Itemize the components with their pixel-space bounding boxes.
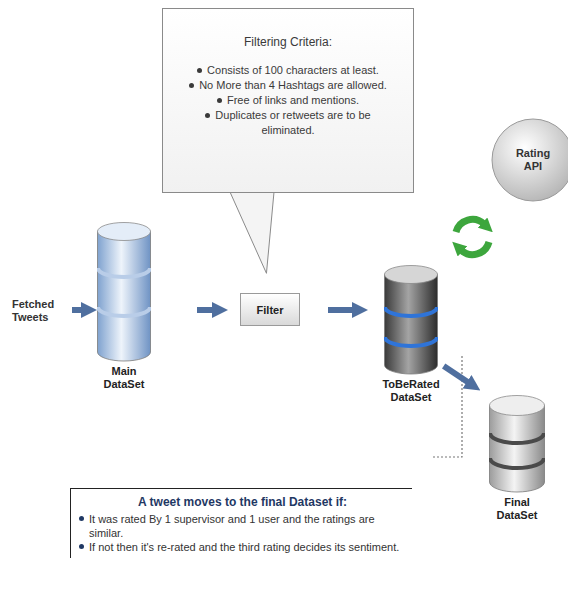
flow-arrow <box>328 307 355 313</box>
input-label: Fetched Tweets <box>12 298 70 324</box>
database-cylinder: Main DataSet <box>96 222 152 391</box>
node-text: Final DataSet <box>497 496 538 521</box>
node-text: Filter <box>257 304 284 316</box>
heading-text: A tweet moves to the final Dataset if: <box>138 495 347 509</box>
bullet-item: Duplicates or retweets are to be elimina… <box>181 108 396 138</box>
bullet-text: It was rated By 1 supervisor and 1 user … <box>89 512 406 540</box>
cylinder-label: Final DataSet <box>487 496 547 522</box>
bullet-item: It was rated By 1 supervisor and 1 user … <box>79 512 406 540</box>
bullet-text: Duplicates or retweets are to be elimina… <box>215 109 370 136</box>
database-cylinder: Final DataSet <box>487 395 547 522</box>
api-circle: Rating API <box>491 118 568 202</box>
node-text: ToBeRated DataSet <box>382 378 439 403</box>
cylinder-shape <box>489 395 545 493</box>
input-arrow <box>72 307 84 313</box>
flow-arrow <box>444 366 470 383</box>
bullet-dot <box>205 113 210 118</box>
bullet-dot <box>79 516 84 521</box>
callout-tail <box>230 192 274 273</box>
heading-text: Filtering Criteria: <box>244 35 332 49</box>
node-text: Main DataSet <box>104 365 145 390</box>
bullet-item: Free of links and mentions. <box>181 93 396 108</box>
bullet-text: If not then it's re-rated and the third … <box>89 540 399 554</box>
bullet-text: Free of links and mentions. <box>227 94 359 106</box>
note-box: A tweet moves to the final Dataset if: It… <box>70 488 412 558</box>
bullet-item: If not then it's re-rated and the third … <box>79 540 406 554</box>
node-text: Rating API <box>508 147 558 173</box>
cylinder-label: Main DataSet <box>96 365 152 391</box>
bullet-dot <box>189 83 194 88</box>
bullet-dot <box>197 68 202 73</box>
refresh-icon <box>456 219 489 254</box>
bullet-dot <box>217 98 222 103</box>
bullet-item: No More than 4 Hashtags are allowed. <box>181 78 396 93</box>
cylinder-shape <box>384 265 438 375</box>
bullet-item: Consists of 100 characters at least. <box>181 63 396 78</box>
cylinder-shape <box>97 222 151 362</box>
callout-box: Filtering Criteria: Consists of 100 chara… <box>162 8 414 193</box>
bullet-text: Consists of 100 characters at least. <box>207 64 379 76</box>
heading: A tweet moves to the final Dataset if: <box>79 495 406 509</box>
database-cylinder: ToBeRated DataSet <box>380 265 442 404</box>
cylinder-label: ToBeRated DataSet <box>380 378 442 404</box>
flow-arrow <box>197 307 215 313</box>
process-box: Filter <box>240 293 300 326</box>
bullet-dot <box>79 544 84 549</box>
heading: Filtering Criteria: <box>163 35 413 49</box>
label-text: Fetched Tweets <box>12 298 54 323</box>
bullet-text: No More than 4 Hashtags are allowed. <box>199 79 387 91</box>
